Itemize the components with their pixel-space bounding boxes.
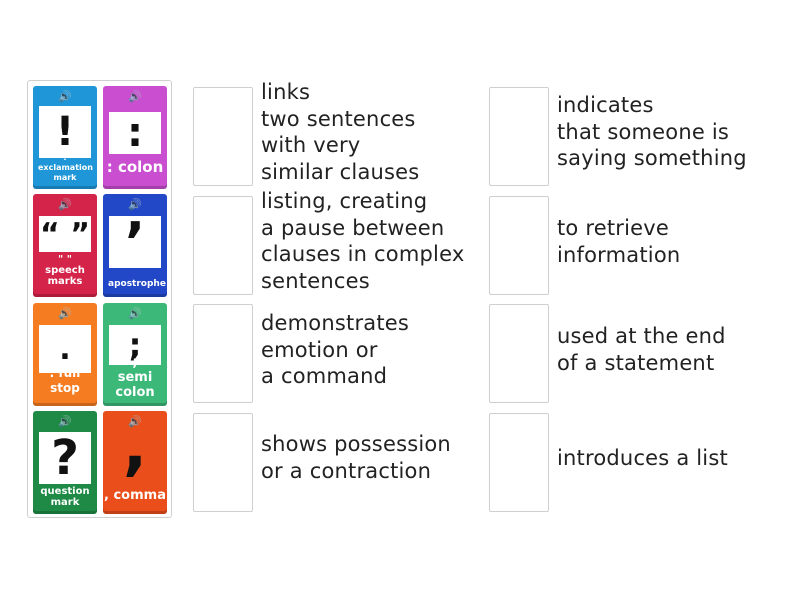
drop-slot[interactable] <box>193 196 253 295</box>
speaker-icon[interactable]: 🔊 <box>58 198 72 211</box>
tile-symbol: ! <box>39 106 91 158</box>
tile-symbol: ? <box>39 430 91 486</box>
tile-label: ; semi colon <box>115 355 155 400</box>
match-description: listing, creating a pause between clause… <box>261 189 465 293</box>
tile-question-mark[interactable]: 🔊 ? ? question mark <box>33 411 97 514</box>
tile-symbol: “ ” <box>39 216 91 252</box>
drop-slot[interactable] <box>489 196 549 295</box>
speaker-icon[interactable]: 🔊 <box>58 415 72 428</box>
speaker-icon[interactable]: 🔊 <box>58 90 72 103</box>
drop-slot[interactable] <box>489 304 549 403</box>
match-description: introduces a list <box>557 446 728 470</box>
tile-symbol: . <box>39 325 91 373</box>
speaker-icon[interactable]: 🔊 <box>128 198 142 211</box>
speaker-icon[interactable]: 🔊 <box>58 307 72 320</box>
tile-symbol: , <box>122 411 148 484</box>
match-description: shows possession or a contraction <box>261 432 451 483</box>
match-description: to retrieve information <box>557 216 681 267</box>
speaker-icon[interactable]: 🔊 <box>128 415 142 428</box>
speaker-icon[interactable]: 🔊 <box>128 90 142 103</box>
tile-apostrophe[interactable]: 🔊 ’ ’ apostrophe <box>103 194 167 297</box>
tile-label: ’ apostrophe <box>108 263 166 289</box>
tile-semi-colon[interactable]: 🔊 ; ; semi colon <box>103 303 167 406</box>
match-description: indicates that someone is saying somethi… <box>557 93 747 170</box>
tile-exclamation-mark[interactable]: 🔊 ! ! exclamation mark <box>33 86 97 189</box>
tile-full-stop[interactable]: 🔊 . . full stop <box>33 303 97 406</box>
tile-label: , comma <box>104 488 166 503</box>
tile-label: ! exclamation mark <box>38 153 93 182</box>
tile-colon[interactable]: 🔊 : : colon <box>103 86 167 189</box>
tile-symbol: : <box>109 110 161 156</box>
speaker-icon[interactable]: 🔊 <box>128 307 142 320</box>
tile-label: . full stop <box>49 366 81 395</box>
drop-slot[interactable] <box>489 413 549 512</box>
match-description: used at the end of a statement <box>557 324 726 375</box>
tile-comma[interactable]: 🔊 , , comma <box>103 411 167 514</box>
tile-label: : colon <box>106 158 164 176</box>
drop-slot[interactable] <box>193 304 253 403</box>
drop-slot[interactable] <box>193 413 253 512</box>
drop-slot[interactable] <box>489 87 549 186</box>
tile-label: " " speech marks <box>45 254 85 287</box>
match-description: links two sentences with very similar cl… <box>261 80 420 184</box>
match-description: demonstrates emotion or a command <box>261 311 410 388</box>
tile-symbol: ; <box>109 325 161 365</box>
tile-speech-marks[interactable]: 🔊 “ ” " " speech marks <box>33 194 97 297</box>
drop-slot[interactable] <box>193 87 253 186</box>
tile-symbol: ’ <box>109 211 161 274</box>
tile-label: ? question mark <box>40 475 90 508</box>
